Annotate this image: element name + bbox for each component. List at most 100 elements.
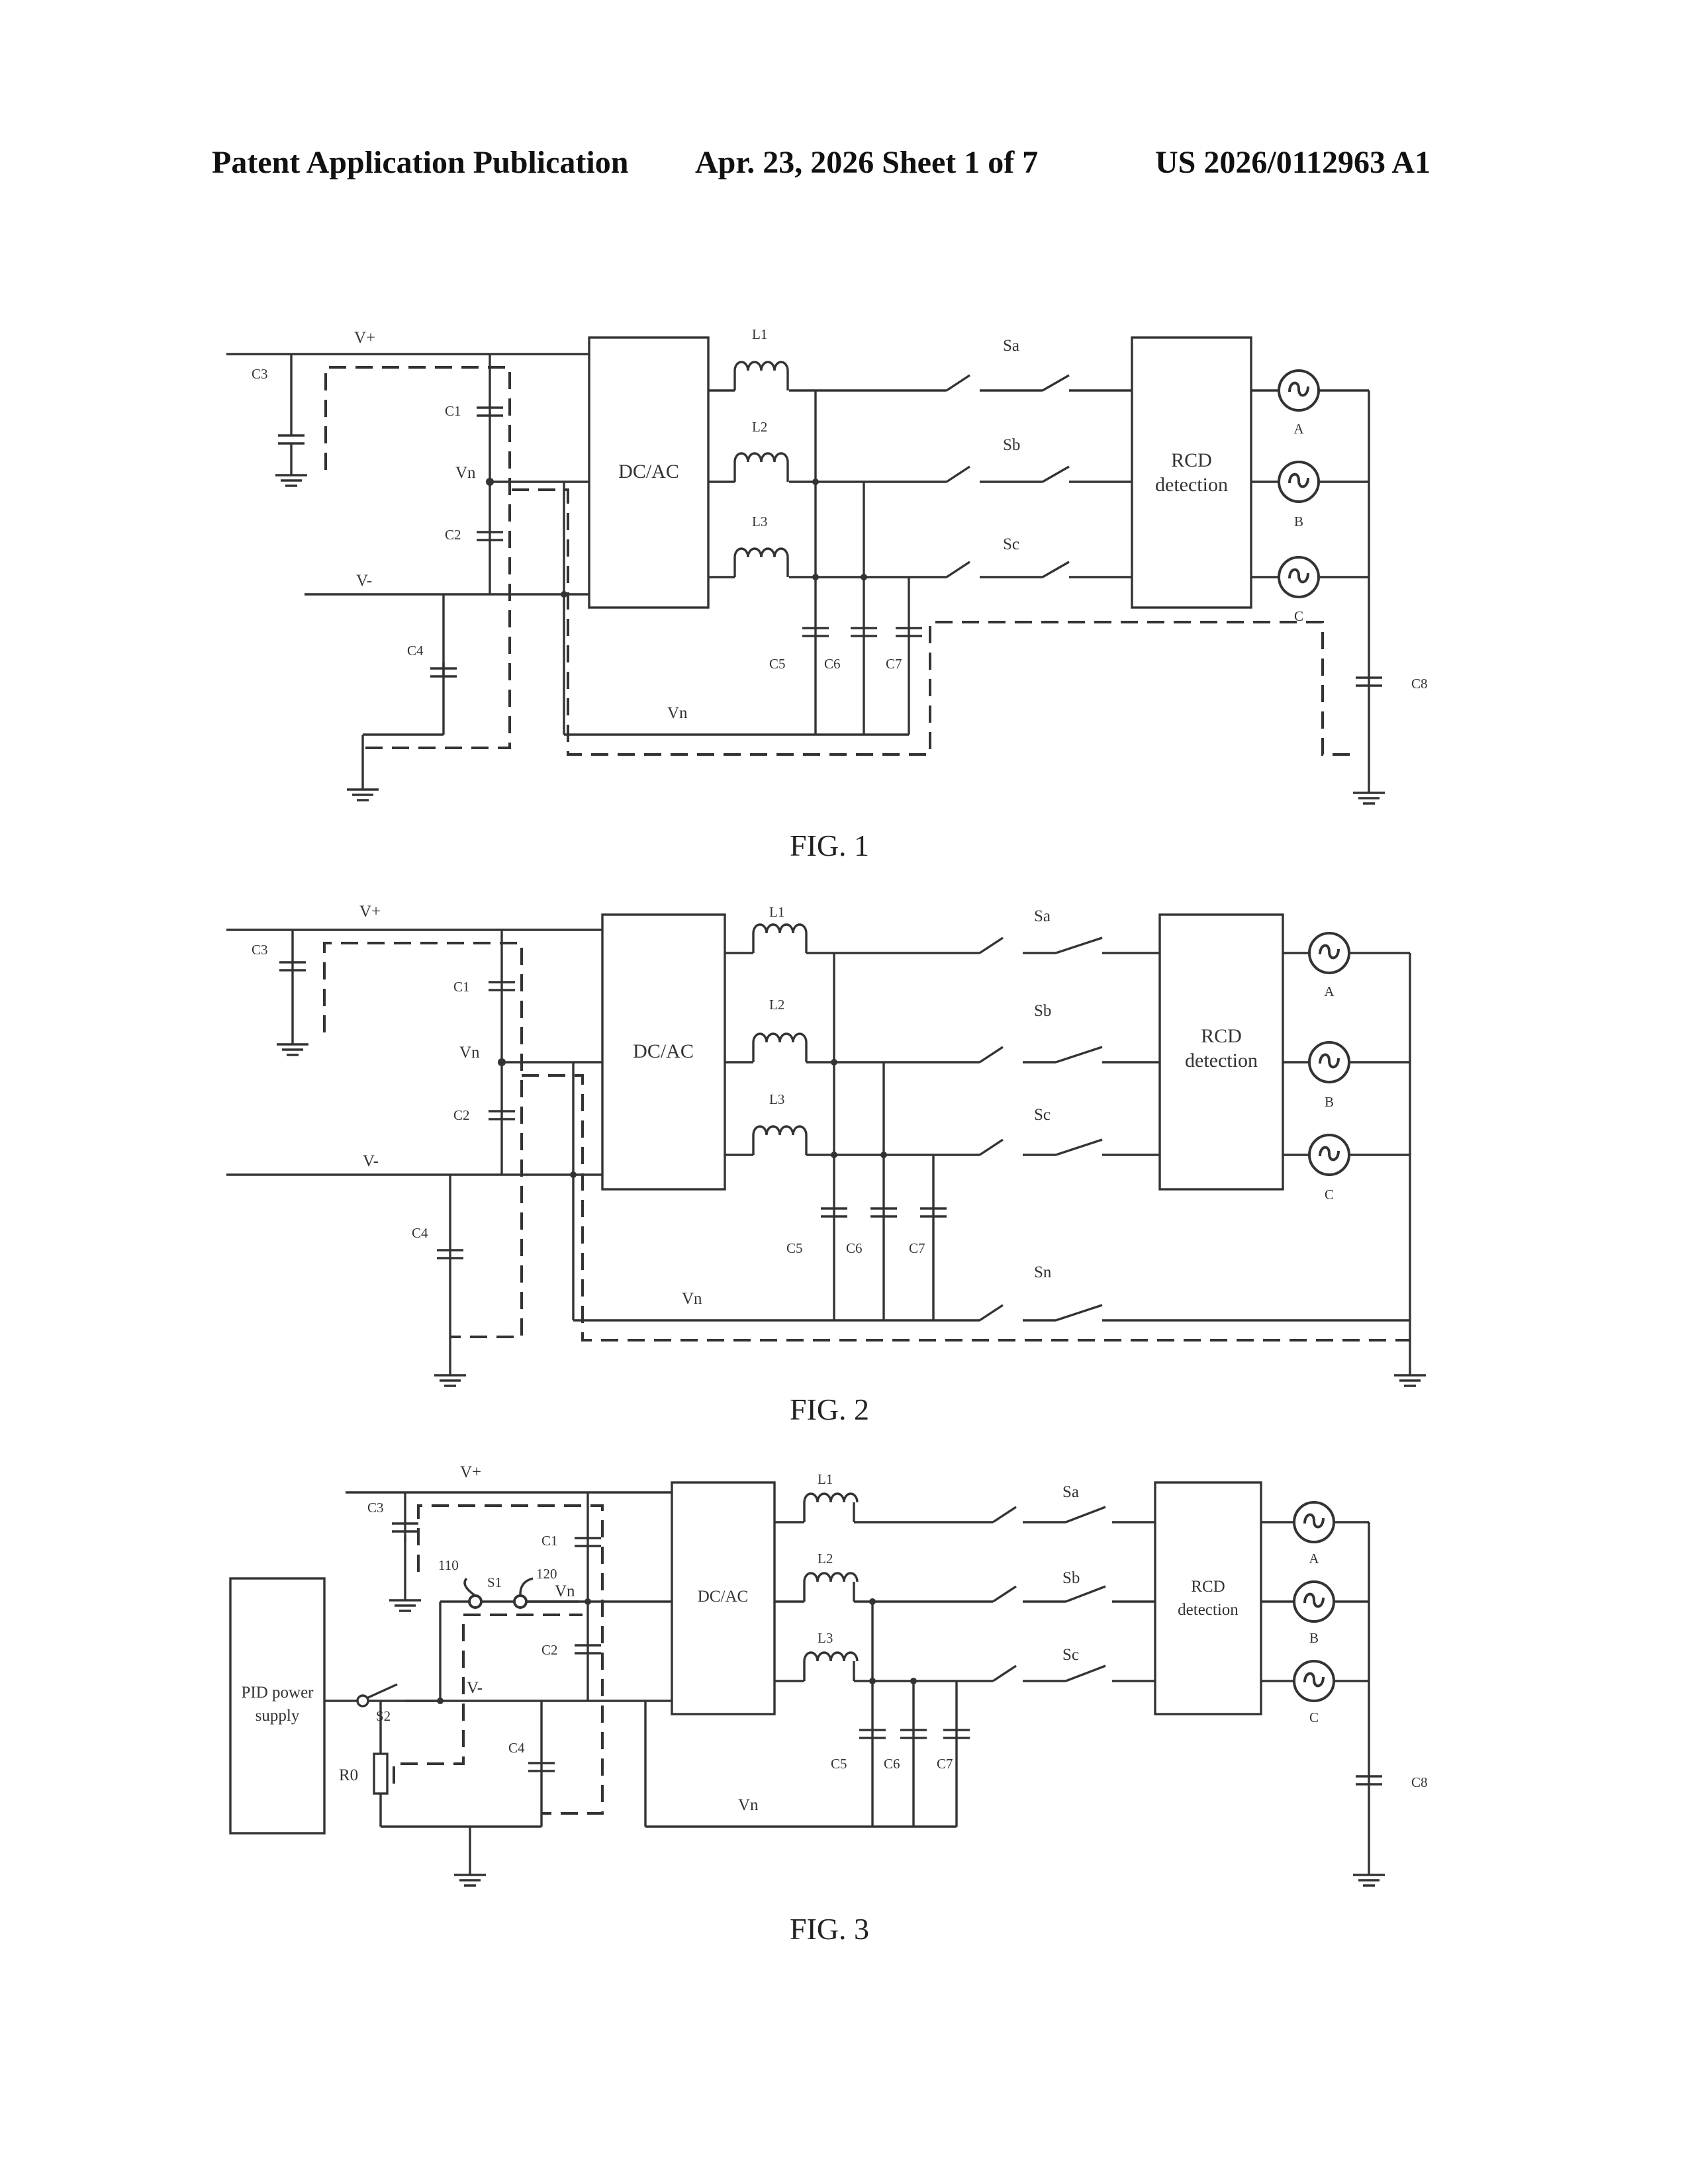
fig3-rcd-label: RCD xyxy=(1191,1578,1225,1596)
fig1-rcd-label: RCD xyxy=(1171,449,1212,471)
fig1-vminus-label: V- xyxy=(356,572,372,590)
figure-1: V+ V- Vn Vn C3 C1 C2 C4 C5 C6 C7 C8 L1 L… xyxy=(226,326,1428,862)
fig3-ref-110-label: 110 xyxy=(438,1557,459,1573)
fig1-c1-label: C1 xyxy=(445,403,461,419)
fig1-sb-label: Sb xyxy=(1003,436,1020,454)
fig3-vminus-label: V- xyxy=(467,1679,483,1697)
fig3-src-b-label: B xyxy=(1309,1630,1319,1646)
fig1-source-c-icon xyxy=(1279,557,1319,597)
fig1-detection-label: detection xyxy=(1155,474,1228,496)
fig2-sa-label: Sa xyxy=(1034,907,1051,925)
fig3-caption: FIG. 3 xyxy=(790,1912,869,1946)
fig3-vn-label: Vn xyxy=(555,1582,575,1600)
fig3-c3-label: C3 xyxy=(367,1500,384,1516)
fig2-rcd-label: RCD xyxy=(1201,1025,1242,1047)
fig3-c1-label: C1 xyxy=(541,1533,558,1549)
fig1-c4-label: C4 xyxy=(407,643,424,659)
fig2-vplus-label: V+ xyxy=(359,903,381,921)
fig2-source-a-icon xyxy=(1309,933,1349,973)
fig1-rcd-block xyxy=(1132,338,1251,608)
fig2-sb-label: Sb xyxy=(1034,1002,1051,1020)
fig3-switch-s2 xyxy=(357,1684,440,1706)
fig3-resistor-r0 xyxy=(374,1754,387,1794)
fig2-src-a-label: A xyxy=(1324,983,1335,999)
fig3-ref-120-label: 120 xyxy=(536,1566,557,1582)
fig1-c8-label: C8 xyxy=(1411,676,1428,692)
fig2-vn-bottom-label: Vn xyxy=(682,1290,702,1308)
fig3-l3-label: L3 xyxy=(818,1630,833,1646)
fig2-l2-label: L2 xyxy=(769,997,784,1013)
fig2-caption: FIG. 2 xyxy=(790,1392,869,1426)
fig2-sn-label: Sn xyxy=(1034,1263,1052,1281)
fig3-c7-label: C7 xyxy=(937,1756,953,1772)
fig1-caption: FIG. 1 xyxy=(790,829,869,862)
fig1-source-a-icon xyxy=(1279,371,1319,410)
fig3-source-c-icon xyxy=(1294,1661,1334,1701)
fig3-detection-label: detection xyxy=(1178,1601,1239,1619)
fig3-source-b-icon xyxy=(1294,1582,1334,1621)
fig1-vplus-label: V+ xyxy=(354,329,375,347)
fig1-c6-label: C6 xyxy=(824,656,841,672)
fig3-c8-label: C8 xyxy=(1411,1774,1428,1790)
fig1-c2-label: C2 xyxy=(445,527,461,543)
fig3-pid-supply-block xyxy=(230,1578,324,1833)
fig1-src-a-label: A xyxy=(1293,421,1304,437)
fig3-l2-label: L2 xyxy=(818,1551,833,1567)
fig2-c4-label: C4 xyxy=(412,1225,428,1241)
fig2-c6-label: C6 xyxy=(846,1240,863,1256)
fig2-source-b-icon xyxy=(1309,1042,1349,1082)
fig1-c3-label: C3 xyxy=(252,366,268,382)
fig2-l3-label: L3 xyxy=(769,1091,784,1107)
fig2-src-b-label: B xyxy=(1325,1094,1334,1110)
fig2-c2-label: C2 xyxy=(453,1107,470,1123)
fig2-source-c-icon xyxy=(1309,1135,1349,1175)
fig3-pid-label: PID power xyxy=(241,1684,314,1702)
fig3-c2-label: C2 xyxy=(541,1642,558,1658)
fig1-l2-label: L2 xyxy=(752,419,767,435)
fig3-terminal-120 xyxy=(514,1596,526,1608)
fig3-r0-label: R0 xyxy=(339,1766,358,1784)
fig1-src-b-label: B xyxy=(1294,514,1303,529)
fig2-c3-label: C3 xyxy=(252,942,268,958)
fig2-sc-label: Sc xyxy=(1034,1106,1051,1124)
figure-3: V+ V- Vn Vn C3 C1 C2 C4 C5 C6 C7 C8 L1 L… xyxy=(230,1463,1428,1946)
fig3-terminal-110 xyxy=(469,1596,481,1608)
fig3-s1-label: S1 xyxy=(487,1574,502,1590)
fig1-c7-label: C7 xyxy=(886,656,902,672)
fig1-l3-label: L3 xyxy=(752,514,767,529)
fig3-vn-bottom-label: Vn xyxy=(738,1796,759,1814)
fig2-vminus-label: V- xyxy=(363,1152,379,1170)
figure-2: V+ V- Vn Vn C3 C1 C2 C4 C5 C6 C7 L1 L2 L… xyxy=(226,903,1426,1426)
fig3-sc-label: Sc xyxy=(1062,1646,1079,1664)
fig3-dcac-label: DC/AC xyxy=(698,1588,748,1606)
fig1-switches xyxy=(947,375,1096,577)
fig3-vplus-label: V+ xyxy=(460,1463,481,1481)
fig3-src-a-label: A xyxy=(1309,1551,1319,1567)
fig3-sa-label: Sa xyxy=(1062,1483,1079,1501)
fig1-c5-label: C5 xyxy=(769,656,786,672)
fig1-sa-label: Sa xyxy=(1003,337,1019,355)
fig3-s2-label: S2 xyxy=(376,1708,391,1724)
fig1-vn-bottom-label: Vn xyxy=(667,704,688,722)
fig3-c6-label: C6 xyxy=(884,1756,900,1772)
fig2-c1-label: C1 xyxy=(453,979,470,995)
fig3-leakage-paths xyxy=(394,1506,602,1813)
fig3-c5-label: C5 xyxy=(831,1756,847,1772)
fig2-dcac-label: DC/AC xyxy=(633,1040,694,1062)
fig3-source-a-icon xyxy=(1294,1502,1334,1542)
fig3-switches xyxy=(993,1507,1105,1681)
fig1-dcac-label: DC/AC xyxy=(618,461,679,482)
fig1-src-c-label: C xyxy=(1294,608,1303,624)
fig2-c7-label: C7 xyxy=(909,1240,925,1256)
fig2-c5-label: C5 xyxy=(786,1240,803,1256)
fig2-l1-label: L1 xyxy=(769,904,784,920)
fig3-src-c-label: C xyxy=(1309,1709,1319,1725)
fig2-vn-label: Vn xyxy=(459,1044,480,1062)
fig3-pid-supply-label: supply xyxy=(256,1707,300,1725)
fig3-sb-label: Sb xyxy=(1062,1569,1080,1587)
fig2-src-c-label: C xyxy=(1325,1187,1334,1203)
fig3-l1-label: L1 xyxy=(818,1471,833,1487)
fig1-vn-label: Vn xyxy=(455,464,476,482)
